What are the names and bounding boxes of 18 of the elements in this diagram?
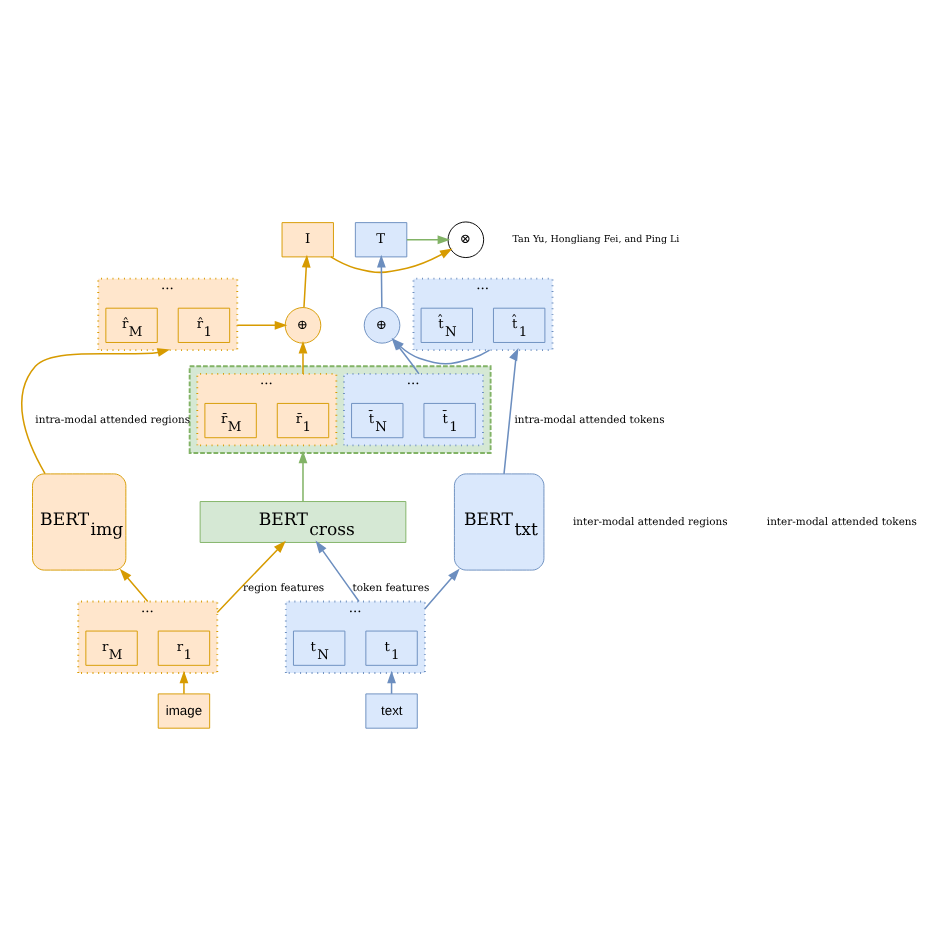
cluster	[188, 365, 492, 454]
arrow	[119, 568, 149, 603]
arrow	[315, 540, 360, 603]
arrow	[391, 338, 420, 375]
arrow	[503, 348, 519, 475]
arrow	[424, 568, 460, 610]
arrow	[406, 235, 451, 245]
arrow	[391, 338, 491, 365]
arrow	[387, 670, 396, 695]
arrow	[301, 254, 311, 308]
arrow	[236, 320, 288, 330]
arrow	[298, 450, 308, 503]
arrow	[21, 348, 170, 475]
arrow	[330, 248, 453, 274]
arrow	[377, 254, 386, 308]
arrow	[179, 670, 189, 695]
arrow	[298, 341, 308, 375]
arrow	[216, 540, 286, 614]
